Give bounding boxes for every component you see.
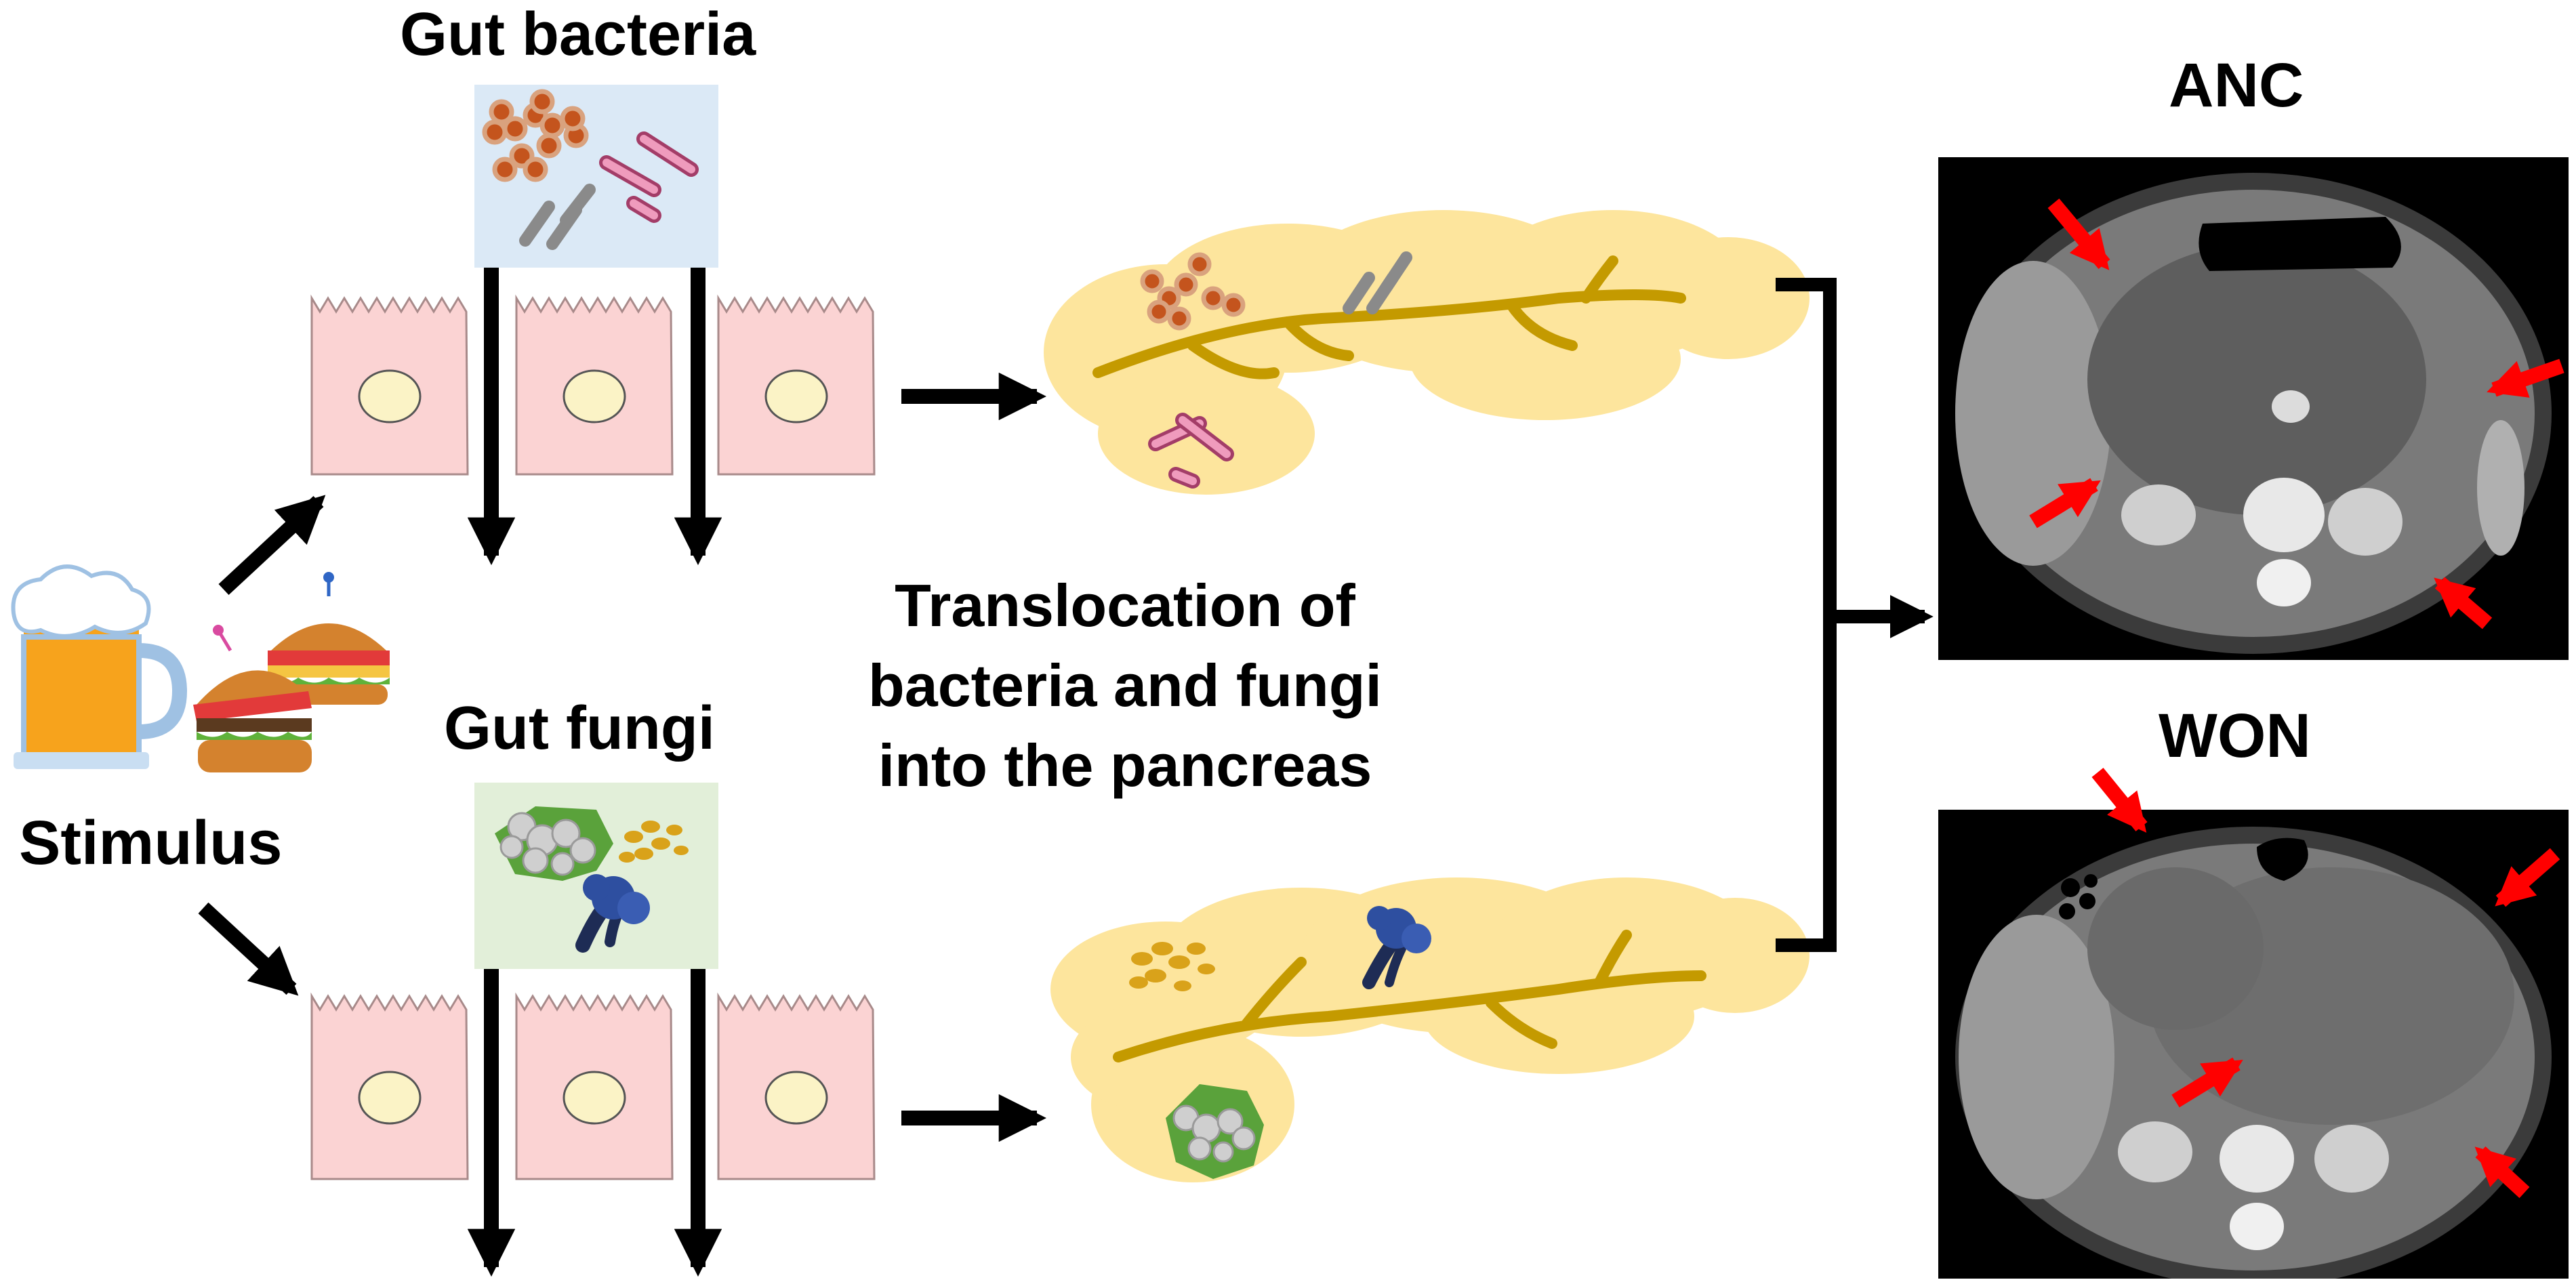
translocation-line-3: into the pancreas [878,732,1372,799]
pancreas-bottom [1050,877,1810,1182]
epithelial-cell [310,992,469,1180]
mold-icon [495,806,613,881]
mold-icon [1362,906,1431,989]
epithelial-cell [515,294,674,476]
epithelium-bottom [310,992,876,1180]
translocation-arrows-vertical [467,268,722,1277]
epithelium-top [310,294,876,476]
rod-bacteria-icon [519,131,699,250]
gut-fungi-label: Gut fungi [444,695,715,762]
stimulus-arrow-down [198,902,299,996]
hamburger-icon [268,572,390,705]
stimulus-arrows [198,495,326,996]
epithelial-cell [515,992,674,1180]
ct-scan-won [1938,768,2569,1282]
pancreas-top [1044,210,1810,495]
won-label: WON [2159,701,2311,770]
red-arrow-icon [2029,198,2564,629]
ct-scan-anc [1938,157,2569,660]
gas-bubbles [2059,874,2098,919]
stimulus-label: Stimulus [19,808,283,877]
yeast-icon [619,821,689,863]
bracket-connector [1776,278,1934,952]
gut-bacteria-label: Gut bacteria [400,1,756,68]
anc-label: ANC [2169,51,2304,120]
epithelial-cell [717,294,876,476]
yeast-icon [1129,942,1215,991]
translocation-line-1: Translocation of [895,572,1355,639]
mold-icon [1166,1084,1264,1179]
epithelial-cell [717,992,876,1180]
gut-fungi-panel [474,783,718,969]
gut-bacteria-panel [474,85,718,268]
red-arrow-icon [2091,768,2560,1199]
pancreatic-duct [1113,930,1706,1062]
cocci-bacteria-icon [482,89,589,182]
beer-mug-icon [11,564,188,769]
rod-bacteria-icon [1148,251,1412,489]
pancreas-arrows [901,372,1047,1142]
pancreatic-duct [1092,255,1686,379]
epithelial-cell [310,294,469,476]
mold-icon [575,874,650,953]
stimulus-arrow-up [218,495,326,596]
hamburger-icon [193,625,312,772]
translocation-label: Translocation of bacteria and fungi into… [793,566,1457,806]
translocation-line-2: bacteria and fungi [868,652,1382,719]
cocci-bacteria-icon [1140,252,1246,331]
